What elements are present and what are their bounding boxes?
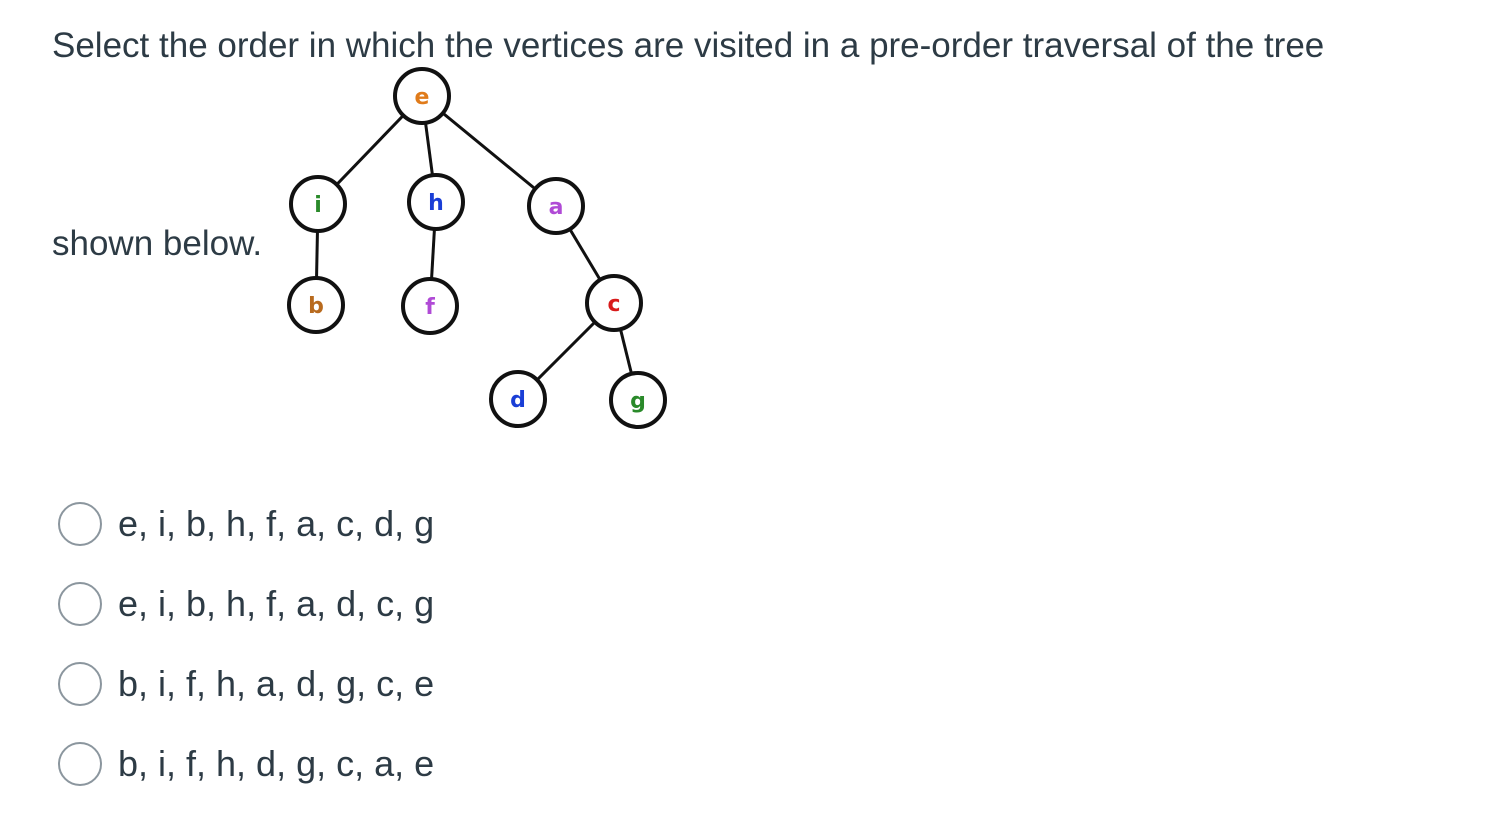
node-label-b: b [308, 294, 324, 319]
node-a: a [527, 177, 585, 235]
node-d: d [489, 370, 547, 428]
node-label-i: i [314, 193, 322, 218]
tree-diagram: e i h a b f c d g [287, 67, 667, 429]
radio-button[interactable] [58, 742, 102, 786]
node-label-a: a [549, 195, 564, 220]
answer-option-1[interactable]: e, i, b, h, f, a, c, d, g [58, 500, 434, 548]
question-text: Select the order in which the vertices a… [52, 26, 1325, 65]
node-b: b [287, 276, 345, 334]
node-i: i [289, 175, 347, 233]
radio-button[interactable] [58, 582, 102, 626]
node-label-c: c [607, 292, 620, 317]
radio-button[interactable] [58, 662, 102, 706]
node-f: f [401, 277, 459, 335]
node-label-e: e [415, 85, 430, 110]
answer-option-3[interactable]: b, i, f, h, a, d, g, c, e [58, 660, 434, 708]
tree-edges [314, 94, 640, 401]
node-label-d: d [510, 388, 526, 413]
answer-label[interactable]: e, i, b, h, f, a, c, d, g [118, 503, 435, 544]
node-g: g [609, 371, 667, 429]
answer-options: e, i, b, h, f, a, c, d, g e, i, b, h, f,… [58, 500, 434, 820]
radio-button[interactable] [58, 502, 102, 546]
node-label-h: h [428, 191, 444, 216]
answer-option-2[interactable]: e, i, b, h, f, a, d, c, g [58, 580, 434, 628]
answer-label[interactable]: b, i, f, h, a, d, g, c, e [118, 663, 435, 704]
node-label-f: f [425, 295, 435, 320]
node-c: c [585, 274, 643, 332]
answer-option-4[interactable]: b, i, f, h, d, g, c, a, e [58, 740, 434, 788]
question-text-continued: shown below. [52, 224, 263, 263]
node-label-g: g [630, 389, 646, 414]
node-h: h [407, 173, 465, 231]
answer-label[interactable]: e, i, b, h, f, a, d, c, g [118, 583, 435, 624]
node-e: e [393, 67, 451, 125]
answer-label[interactable]: b, i, f, h, d, g, c, a, e [118, 743, 435, 784]
